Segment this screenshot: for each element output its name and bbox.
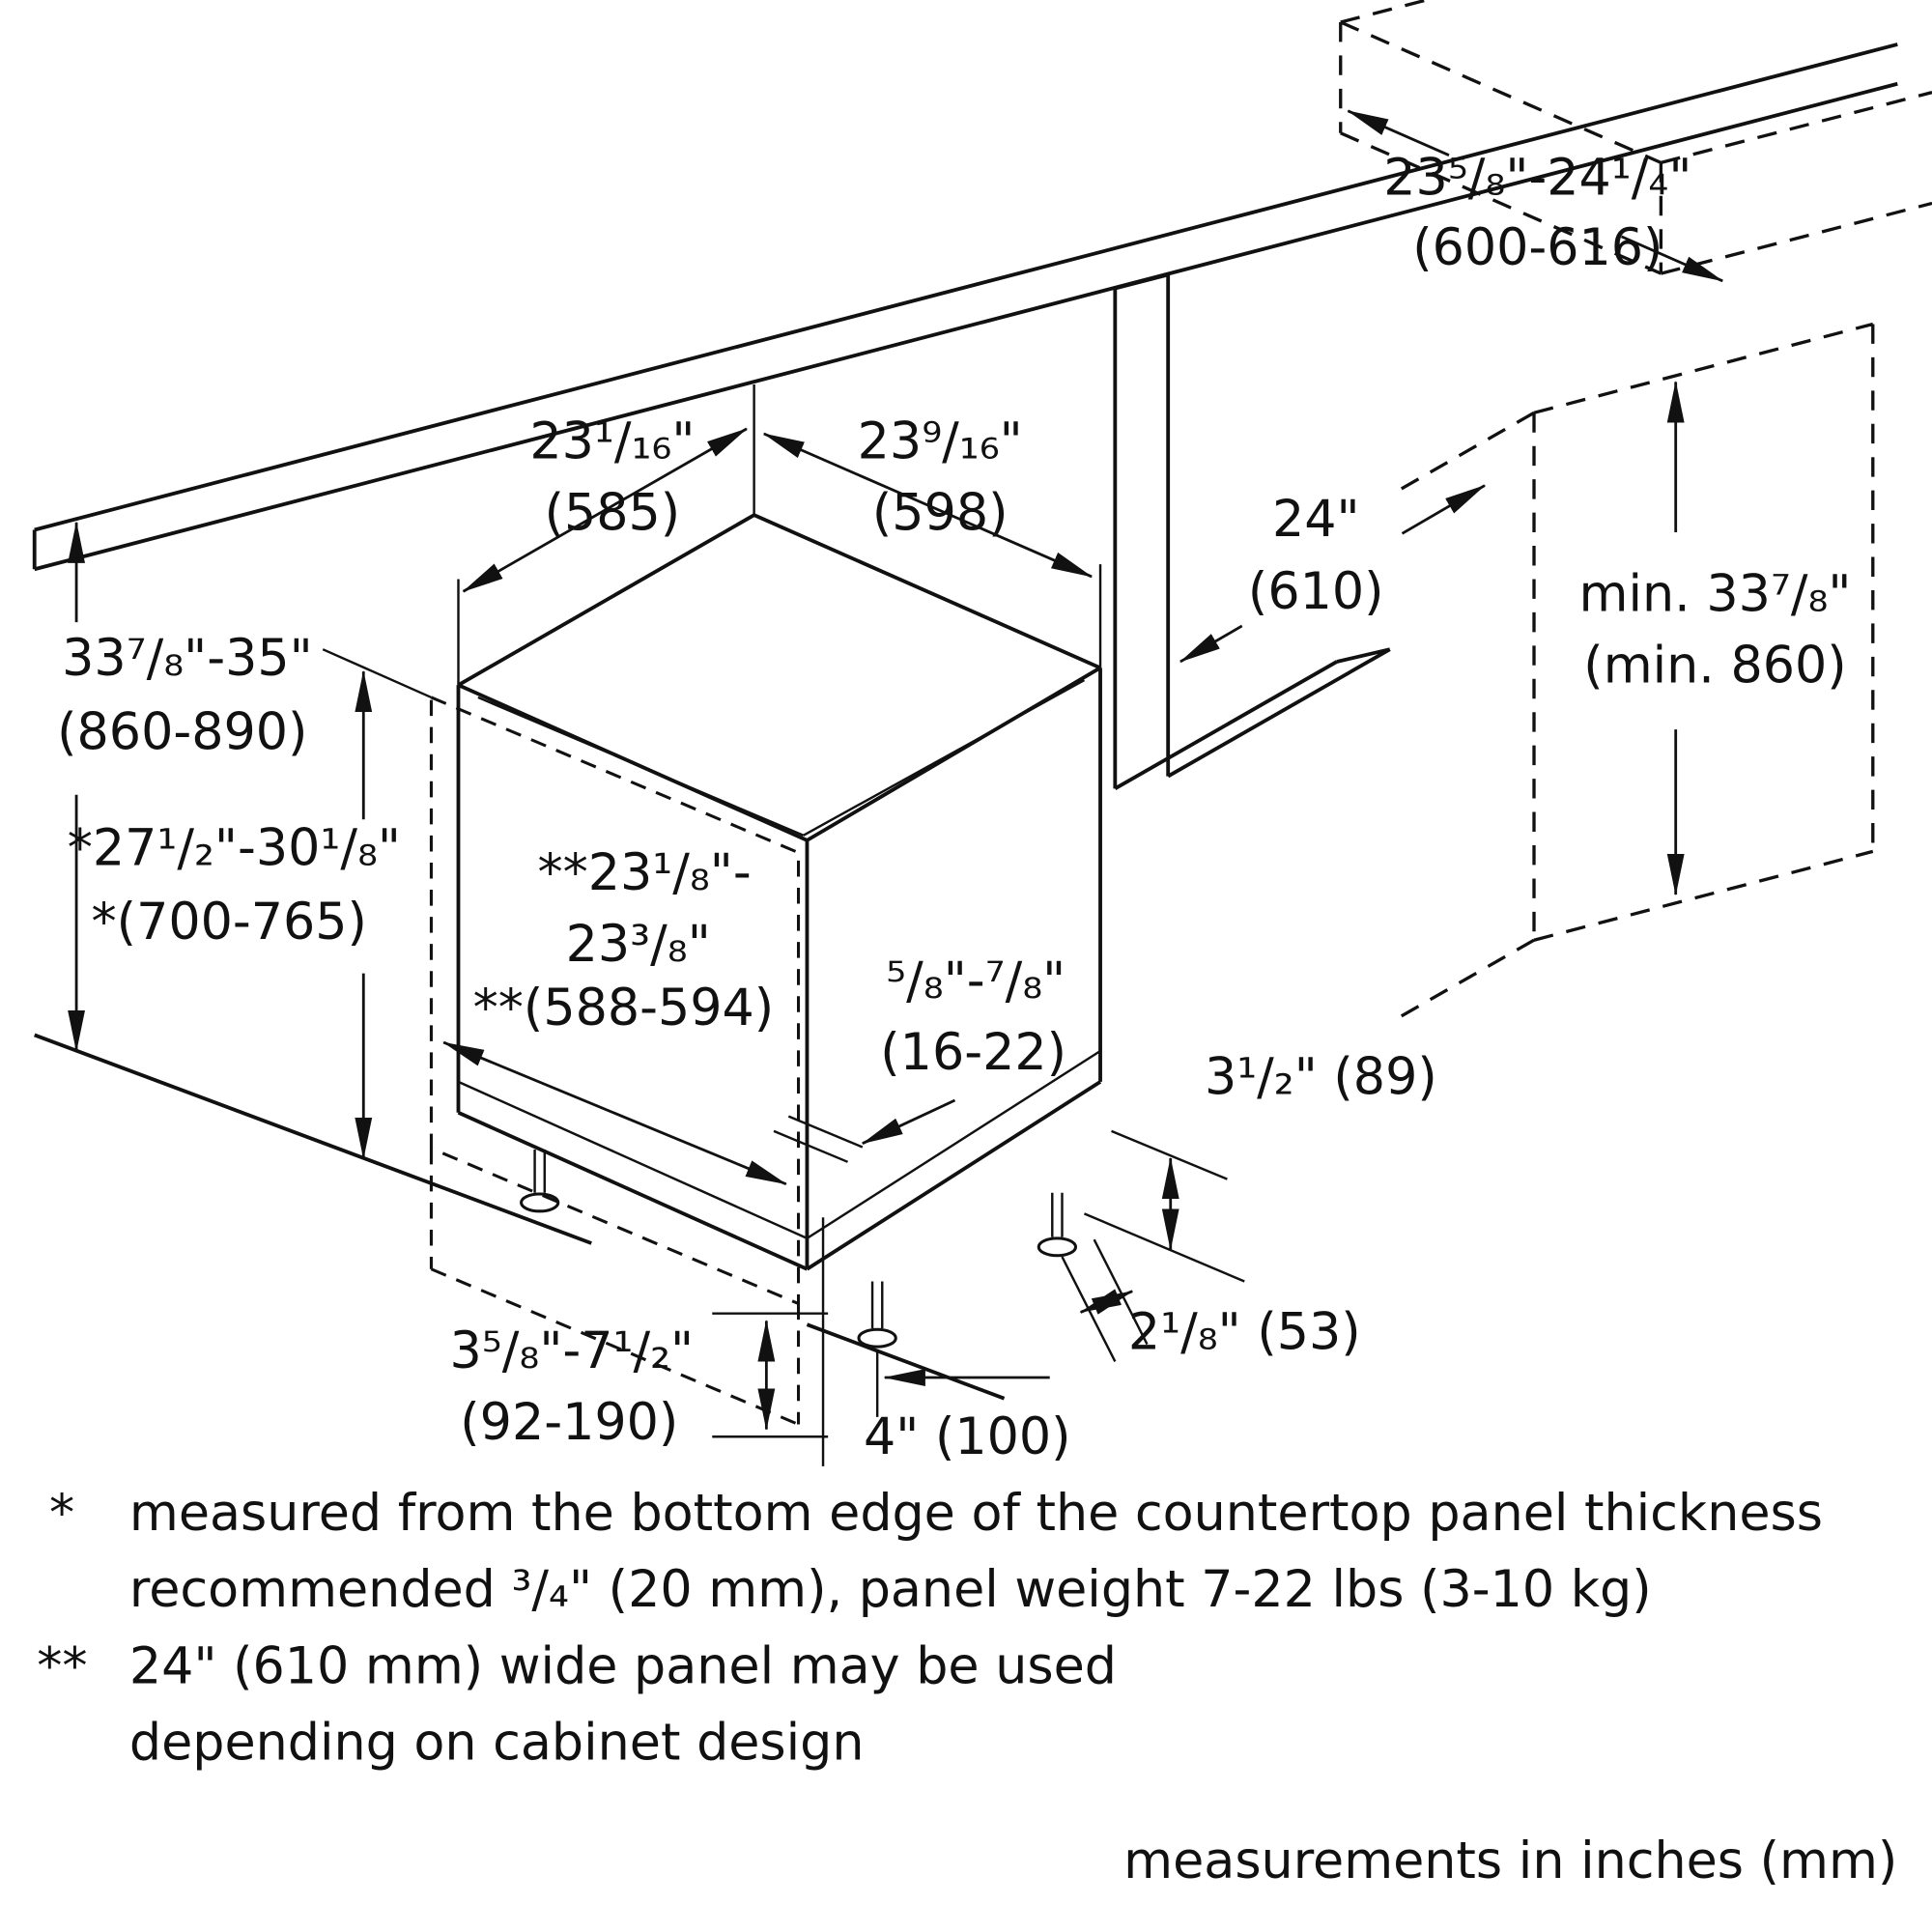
dimension-arrows <box>68 109 1724 1431</box>
label-top-width-1: 23⁹/₁₆" <box>858 412 1023 470</box>
dim-arrow-panel-thickness <box>861 1098 956 1145</box>
foot-disc <box>520 1192 560 1213</box>
dim-arrow-top-width <box>762 432 1094 579</box>
label-niche-width-1: 24" <box>1272 490 1360 549</box>
label-niche-height-1: min. 33⁷/₈" <box>1579 565 1852 624</box>
label-top-depth-1: 23¹/₁₆" <box>529 412 695 470</box>
label-panel-width-2: 23³/₈" <box>566 915 711 974</box>
label-panel-height-2: *(700-765) <box>92 893 367 952</box>
label-panel-width-1: **23¹/₈"- <box>537 843 751 902</box>
label-counter-depth-2: (600-616) <box>1412 218 1662 277</box>
dim-arrow-niche-width-b <box>1401 484 1487 535</box>
label-toe-kick-height: 3¹/₂" (89) <box>1205 1048 1437 1107</box>
label-front-foot-depth: 4" (100) <box>864 1407 1071 1466</box>
label-niche-width-2: (610) <box>1248 562 1384 621</box>
footnote-star-line1: measured from the bottom edge of the cou… <box>129 1484 1823 1543</box>
niche-dashed-box <box>1388 322 1875 1025</box>
label-panel-width-3: **(588-594) <box>473 979 775 1037</box>
leveling-foot-rear <box>1037 1192 1078 1258</box>
dim-arrow-counter-depth-a <box>1347 109 1450 156</box>
label-panel-thickness-2: (16-22) <box>880 1023 1066 1082</box>
label-panel-thickness-1: ⁵/₈"-⁷/₈" <box>886 952 1065 1010</box>
label-top-depth-2: (585) <box>545 483 681 542</box>
foot-stem <box>1051 1192 1064 1237</box>
door-panel-dashed-outline <box>429 695 801 1426</box>
foot-disc <box>857 1327 897 1349</box>
label-top-width-2: (598) <box>872 483 1009 542</box>
label-total-height-2: (860-890) <box>57 703 307 762</box>
dim-arrow-top-depth <box>462 427 749 593</box>
label-panel-overhang-1: 3⁵/₈"-7¹/₂" <box>450 1321 695 1380</box>
dishwasher-top-inner-edge <box>477 679 1086 837</box>
footnote-star-line2: recommended ³/₄" (20 mm), panel weight 7… <box>129 1560 1652 1619</box>
floor-line <box>34 1033 1006 1401</box>
dim-arrow-rear-foot-offset <box>1079 1289 1134 1315</box>
footnote-double-star-line1: 24" (610 mm) wide panel may be used <box>129 1636 1117 1695</box>
label-total-height-1: 33⁷/₈"-35" <box>62 629 313 688</box>
foot-stem <box>870 1281 884 1328</box>
dimension-labels: 23⁵/₈"-24¹/₄" (600-616) 23¹/₁₆" (585) 23… <box>57 149 1851 1467</box>
leveling-foot-front <box>857 1281 897 1349</box>
label-panel-height-1: *27¹/₂"-30¹/₈" <box>68 818 401 877</box>
label-rear-foot-offset: 2¹/₈" (53) <box>1128 1303 1361 1362</box>
units-note: measurements in inches (mm) <box>1123 1832 1897 1890</box>
dim-arrow-niche-width-a <box>1179 624 1243 664</box>
footnote-double-star-line2: depending on cabinet design <box>129 1713 865 1772</box>
foot-disc <box>1037 1236 1078 1258</box>
dim-arrow-panel-width <box>442 1040 787 1186</box>
label-niche-height-2: (min. 860) <box>1583 637 1846 696</box>
right-cabinet-wall <box>1113 272 1391 790</box>
upper-cabinet-dashed-box <box>1339 0 1932 275</box>
footnote-star-marker: * <box>49 1484 74 1543</box>
dim-arrow-counter-depth-b <box>1621 235 1724 283</box>
label-counter-depth-1: 23⁵/₈"-24¹/₄" <box>1383 149 1691 208</box>
countertop-outline <box>32 43 1898 572</box>
footnotes: * measured from the bottom edge of the c… <box>37 1484 1897 1890</box>
footnote-double-star-marker: ** <box>37 1636 87 1695</box>
label-panel-overhang-2: (92-190) <box>460 1393 678 1452</box>
